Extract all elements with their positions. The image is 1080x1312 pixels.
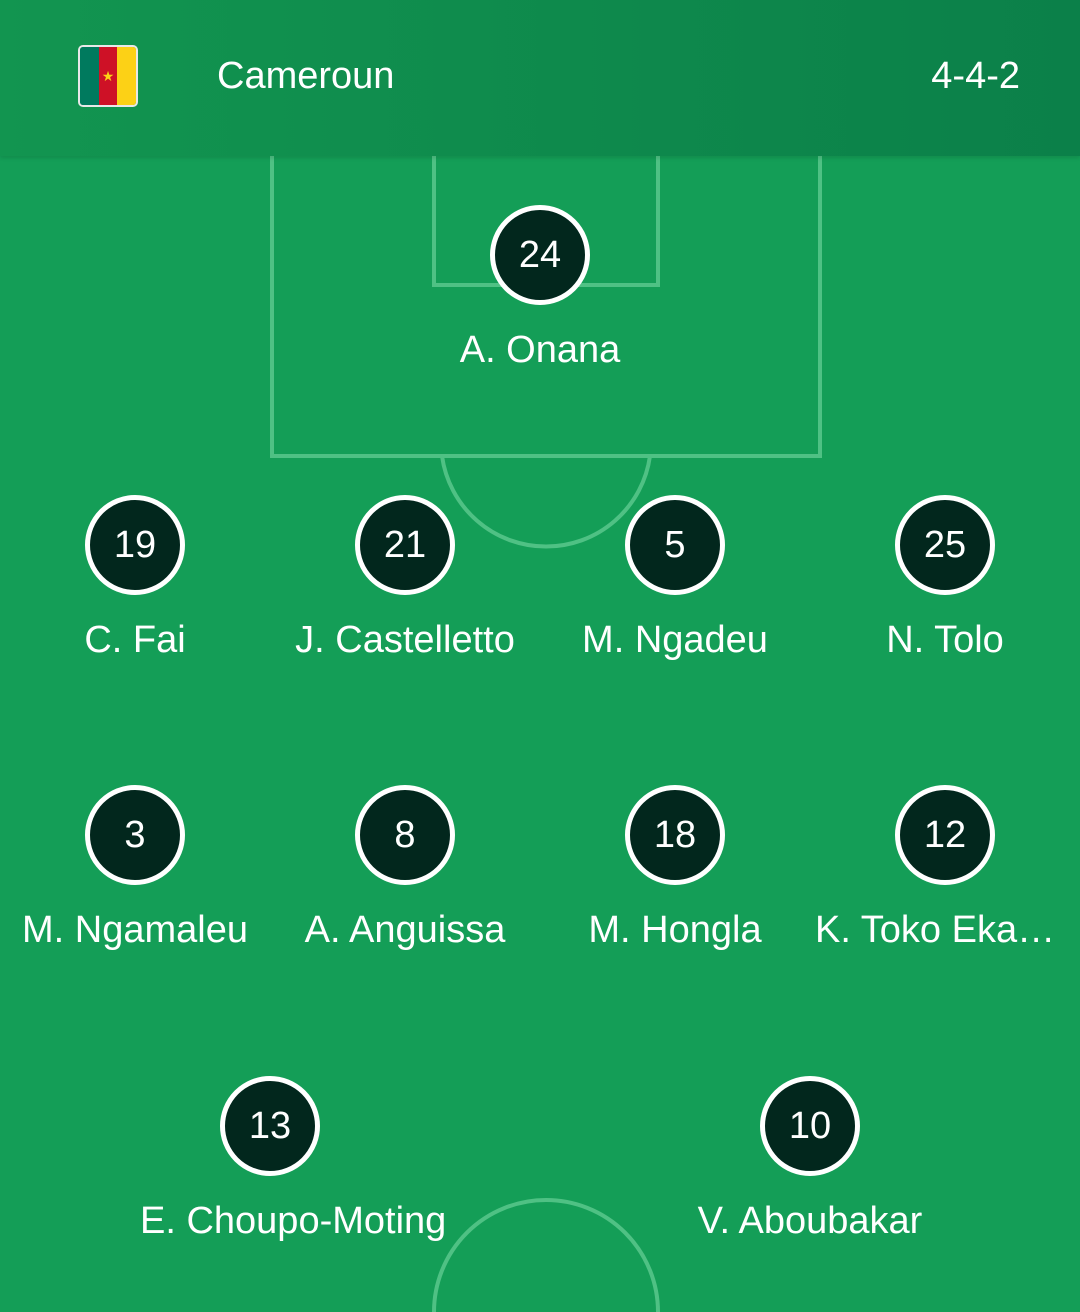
player-name: N. Tolo bbox=[886, 619, 1004, 661]
player-midfielder[interactable]: 18 M. Hongla bbox=[545, 785, 805, 953]
player-name: E. Choupo-Moting bbox=[140, 1200, 447, 1242]
player-number-badge: 3 bbox=[85, 785, 185, 885]
player-midfielder[interactable]: 8 A. Anguissa bbox=[275, 785, 535, 953]
player-name: M. Hongla bbox=[588, 909, 762, 951]
center-circle-line bbox=[432, 1198, 660, 1312]
player-number-badge: 25 bbox=[895, 495, 995, 595]
formation-label: 4-4-2 bbox=[931, 55, 1020, 97]
player-number-badge: 10 bbox=[760, 1076, 860, 1176]
player-name: V. Aboubakar bbox=[697, 1200, 923, 1242]
player-number-badge: 21 bbox=[355, 495, 455, 595]
player-number-badge: 5 bbox=[625, 495, 725, 595]
player-forward[interactable]: 10 V. Aboubakar bbox=[680, 1076, 940, 1244]
player-name: A. Anguissa bbox=[304, 909, 506, 951]
cameroon-flag-icon: ★ bbox=[78, 45, 138, 107]
player-defender[interactable]: 21 J. Castelletto bbox=[275, 495, 535, 663]
player-number-badge: 13 bbox=[220, 1076, 320, 1176]
team-header: ★ Cameroun 4-4-2 bbox=[0, 0, 1080, 156]
player-name: C. Fai bbox=[84, 619, 186, 661]
player-number-badge: 19 bbox=[85, 495, 185, 595]
player-midfielder[interactable]: 3 M. Ngamaleu bbox=[5, 785, 265, 953]
player-name: K. Toko Ekambi bbox=[815, 909, 1075, 951]
player-name: J. Castelletto bbox=[295, 619, 515, 661]
player-goalkeeper[interactable]: 24 A. Onana bbox=[410, 205, 670, 373]
player-defender[interactable]: 19 C. Fai bbox=[5, 495, 265, 663]
player-number-badge: 24 bbox=[490, 205, 590, 305]
player-forward[interactable]: 13 E. Choupo-Moting bbox=[140, 1076, 447, 1244]
player-defender[interactable]: 5 M. Ngadeu bbox=[545, 495, 805, 663]
player-name: M. Ngadeu bbox=[582, 619, 768, 661]
penalty-arc-line bbox=[440, 455, 652, 549]
player-number-badge: 8 bbox=[355, 785, 455, 885]
player-name: A. Onana bbox=[459, 329, 621, 371]
penalty-area-line bbox=[270, 156, 822, 458]
player-name: M. Ngamaleu bbox=[22, 909, 248, 951]
team-name: Cameroun bbox=[217, 55, 395, 97]
player-number-badge: 12 bbox=[895, 785, 995, 885]
player-midfielder[interactable]: 12 K. Toko Ekambi bbox=[815, 785, 1075, 953]
player-defender[interactable]: 25 N. Tolo bbox=[815, 495, 1075, 663]
player-number-badge: 18 bbox=[625, 785, 725, 885]
